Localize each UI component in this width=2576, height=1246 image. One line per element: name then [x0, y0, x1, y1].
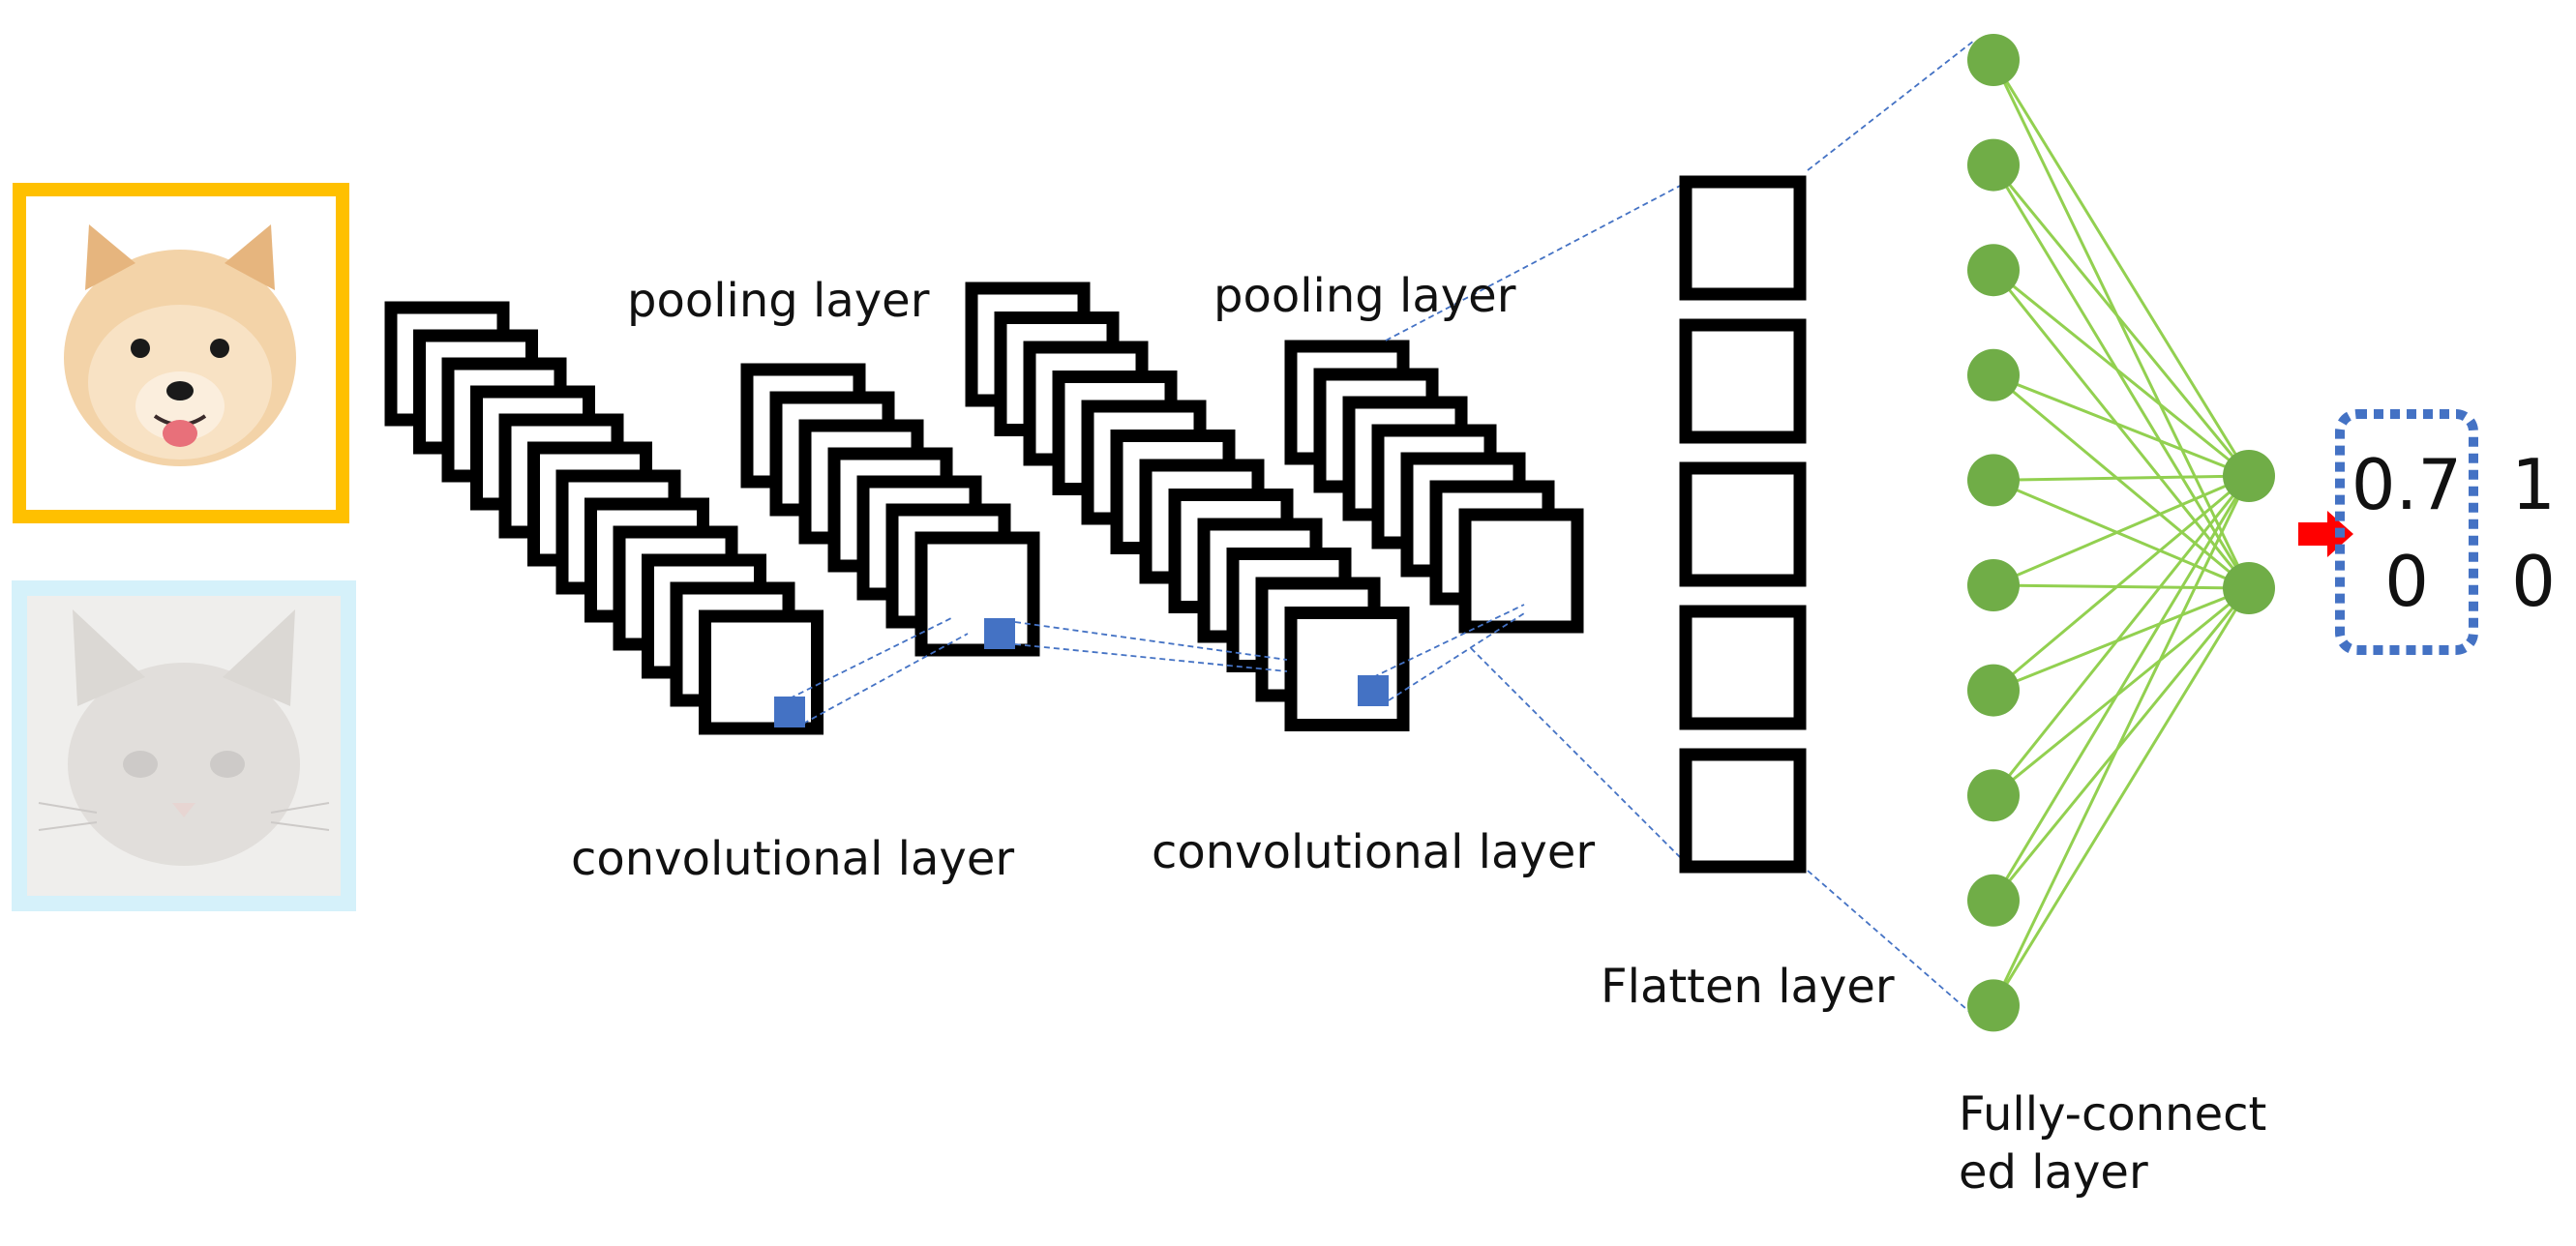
fc-edge: [1992, 475, 2251, 797]
fc-edge: [1992, 474, 2250, 482]
output-node: [2223, 562, 2275, 614]
conv1-label: convolutional layer: [571, 832, 1014, 886]
hidden-node: [1967, 559, 2020, 611]
pool2-feature-maps: [1284, 340, 1584, 634]
fc-edge: [1992, 59, 2251, 477]
feature-map: [1284, 607, 1410, 731]
pred-value-1: 0.7: [2351, 444, 2463, 525]
flatten-box: [1679, 318, 1807, 444]
fc-edges: [1992, 59, 2251, 1007]
conv2-feature-maps: [965, 282, 1410, 731]
fc-edge: [1992, 475, 2251, 902]
hidden-node: [1967, 348, 2020, 401]
fc-edge: [1992, 373, 2250, 590]
hidden-node: [1967, 979, 2020, 1032]
hidden-node: [1967, 34, 2020, 86]
fc-edge: [1992, 269, 2250, 478]
red-right-arrow-icon: [2298, 511, 2353, 557]
flatten-label: Flatten layer: [1601, 960, 1895, 1014]
pool1-feature-maps: [740, 363, 1040, 657]
flatten-box: [1679, 605, 1807, 730]
receptive-field-lines: [789, 40, 1975, 1017]
fc-edge: [1992, 587, 2251, 1007]
fc-edge: [1992, 474, 2250, 587]
fc-edge: [1992, 587, 2251, 902]
hidden-node: [1967, 138, 2020, 192]
fc-edge: [1992, 583, 2250, 590]
fc-edge: [1992, 586, 2250, 797]
output-node: [2223, 450, 2275, 502]
hidden-node: [1967, 874, 2020, 927]
pred-value-2: 0: [2384, 541, 2429, 622]
fc-label-line2: ed layer: [1959, 1145, 2148, 1200]
conv1-kernel: [774, 697, 805, 727]
fc-edge: [1992, 163, 2251, 589]
fc-nodes: [1967, 34, 2275, 1032]
fc-edge: [1992, 475, 2251, 1007]
hidden-node: [1967, 664, 2020, 717]
flatten-box: [1679, 175, 1807, 301]
hidden-node: [1967, 769, 2020, 822]
fc-edge: [1992, 586, 2250, 692]
target-value-2: 0: [2511, 541, 2556, 622]
output-box: [2335, 409, 2478, 655]
fc-edge: [1992, 474, 2250, 692]
dog-icon: [64, 224, 296, 466]
hidden-node: [1967, 244, 2020, 297]
flatten-box: [1679, 748, 1807, 874]
cat-frame: [12, 580, 356, 911]
pool1-label: pooling layer: [627, 274, 930, 328]
target-value-1: 1: [2511, 444, 2556, 525]
feature-map: [1458, 508, 1584, 634]
conv1-feature-maps: [384, 301, 824, 735]
fc-edge: [1992, 163, 2251, 477]
fc-edge: [1992, 479, 2250, 590]
fc-edge: [1992, 373, 2250, 478]
cat-icon: [38, 609, 330, 866]
dog-image: [13, 183, 349, 523]
conv2-label: convolutional layer: [1152, 825, 1595, 879]
flatten-box: [1679, 461, 1807, 587]
conv2-kernel: [1358, 675, 1389, 706]
fc-label-line1: Fully-connect: [1959, 1087, 2266, 1142]
pool1-kernel: [984, 618, 1015, 649]
cat-image: [12, 580, 356, 911]
fc-edge: [1992, 269, 2251, 589]
feature-map: [914, 531, 1040, 657]
hidden-node: [1967, 454, 2020, 507]
pool2-label: pooling layer: [1213, 269, 1516, 323]
flatten-boxes: [1679, 175, 1807, 874]
fc-edge: [1992, 59, 2251, 589]
